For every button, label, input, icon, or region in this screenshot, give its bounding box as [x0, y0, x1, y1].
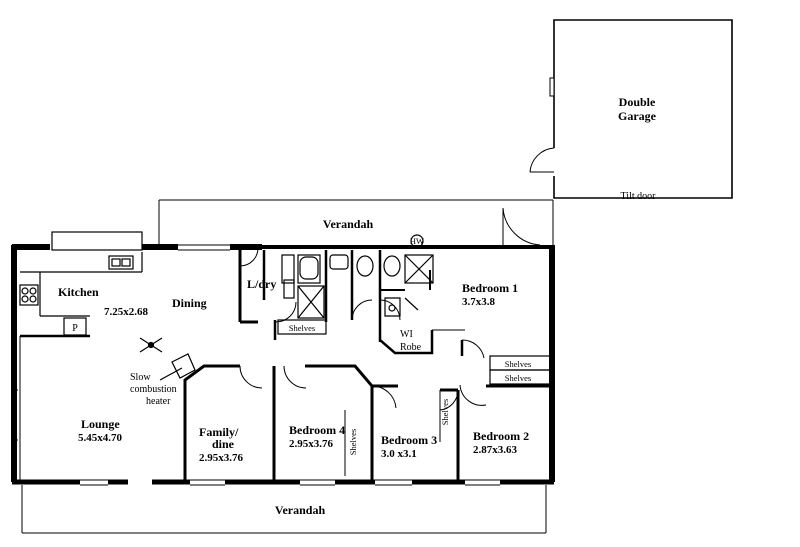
- kitchen-dims: 7.25x2.68: [104, 306, 149, 318]
- house-walls: [11, 231, 555, 486]
- tilt-door-label: Tilt door: [621, 191, 657, 202]
- family-label-line1: Family/: [199, 425, 239, 439]
- family-dims: 2.95x3.76: [199, 452, 244, 464]
- laundry-label: L/dry: [247, 277, 276, 291]
- pantry-label: P: [72, 323, 78, 334]
- bedroom2-dims: 2.87x3.63: [473, 444, 518, 456]
- shelves-bed4-label: Shelves: [348, 429, 358, 455]
- verandah-top-label: Verandah: [323, 217, 374, 231]
- family-label-line2: dine: [212, 437, 235, 451]
- shelves-bed3-label: Shelves: [440, 399, 450, 425]
- verandah-bottom-label: Verandah: [275, 503, 326, 517]
- garage-label-line2: Garage: [618, 109, 657, 123]
- bedroom3-dims: 3.0 x3.1: [381, 448, 417, 460]
- bedroom1-label: Bedroom 1: [462, 281, 518, 295]
- garage-label-line1: Double: [619, 95, 656, 109]
- garage: [529, 19, 733, 199]
- shelves-laundry-label: Shelves: [289, 323, 315, 333]
- bedroom1-dims: 3.7x3.8: [462, 296, 496, 308]
- robe-label: Robe: [400, 342, 422, 353]
- lounge-label: Lounge: [81, 417, 120, 431]
- bedroom4-label: Bedroom 4: [289, 423, 345, 437]
- heater-label-line3: heater: [146, 396, 171, 407]
- bedroom3-label: Bedroom 3: [381, 433, 437, 447]
- shelves-hall2-label: Shelves: [505, 373, 531, 383]
- lounge-dims: 5.45x4.70: [78, 432, 123, 444]
- dining-label: Dining: [172, 296, 207, 310]
- kitchen-label: Kitchen: [58, 285, 99, 299]
- heater-label-line1: Slow: [130, 372, 151, 383]
- verandah-top: [158, 199, 554, 246]
- hot-water-label: HW: [410, 236, 424, 246]
- bedroom2-label: Bedroom 2: [473, 429, 529, 443]
- shelves-hall1-label: Shelves: [505, 359, 531, 369]
- bedroom4-dims: 2.95x3.76: [289, 438, 334, 450]
- heater-label-line2: combustion: [130, 384, 177, 395]
- wi-label: WI: [400, 329, 413, 340]
- verandah-bottom: [21, 485, 547, 534]
